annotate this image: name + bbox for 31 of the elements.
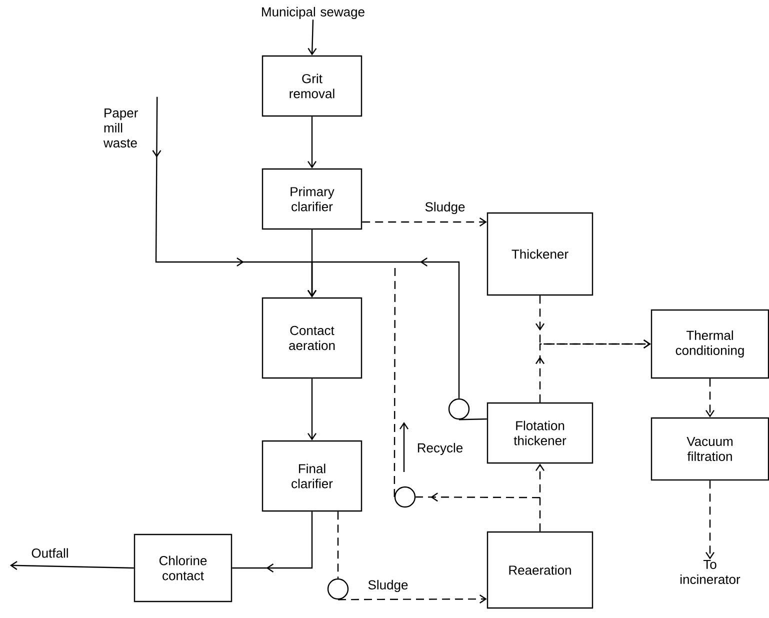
- arrow: [706, 378, 714, 418]
- process-box: Flotation thickener: [486, 402, 594, 464]
- arrow: [308, 378, 316, 440]
- flow-label: Outfall: [32, 548, 68, 558]
- arrow: [10, 561, 134, 570]
- edge-label: Sludge: [368, 580, 408, 592]
- flow-label: Paper mill waste: [104, 108, 138, 148]
- arrow: [308, 258, 460, 398]
- edge-label: Recycle: [418, 442, 463, 456]
- process-box: Vacuum filtration: [650, 417, 769, 481]
- pump-circle: [394, 486, 416, 508]
- pump-circle: [327, 578, 349, 600]
- arrow: [362, 218, 487, 226]
- edge-label: Sludge: [425, 202, 465, 214]
- process-box: Thermal conditioning: [650, 309, 769, 379]
- arrow: [308, 20, 317, 56]
- arrow: [308, 116, 316, 168]
- flow-label: To incinerator: [680, 560, 740, 584]
- process-box: Thickener: [486, 212, 594, 296]
- process-box: Grit removal: [262, 55, 362, 117]
- process-box: Contact aeration: [262, 297, 362, 379]
- process-box: Final clarifier: [262, 440, 362, 512]
- arrow: [536, 340, 651, 402]
- arrow: [536, 464, 544, 532]
- arrow: [338, 594, 487, 604]
- flow-label: Municipal sewage: [262, 6, 364, 20]
- arrow: [706, 480, 714, 560]
- process-box: Reaeration: [486, 531, 594, 609]
- process-box: Primary clarifier: [262, 168, 362, 230]
- pump-circle: [448, 398, 470, 420]
- process-box: Chlorine contact: [134, 534, 232, 602]
